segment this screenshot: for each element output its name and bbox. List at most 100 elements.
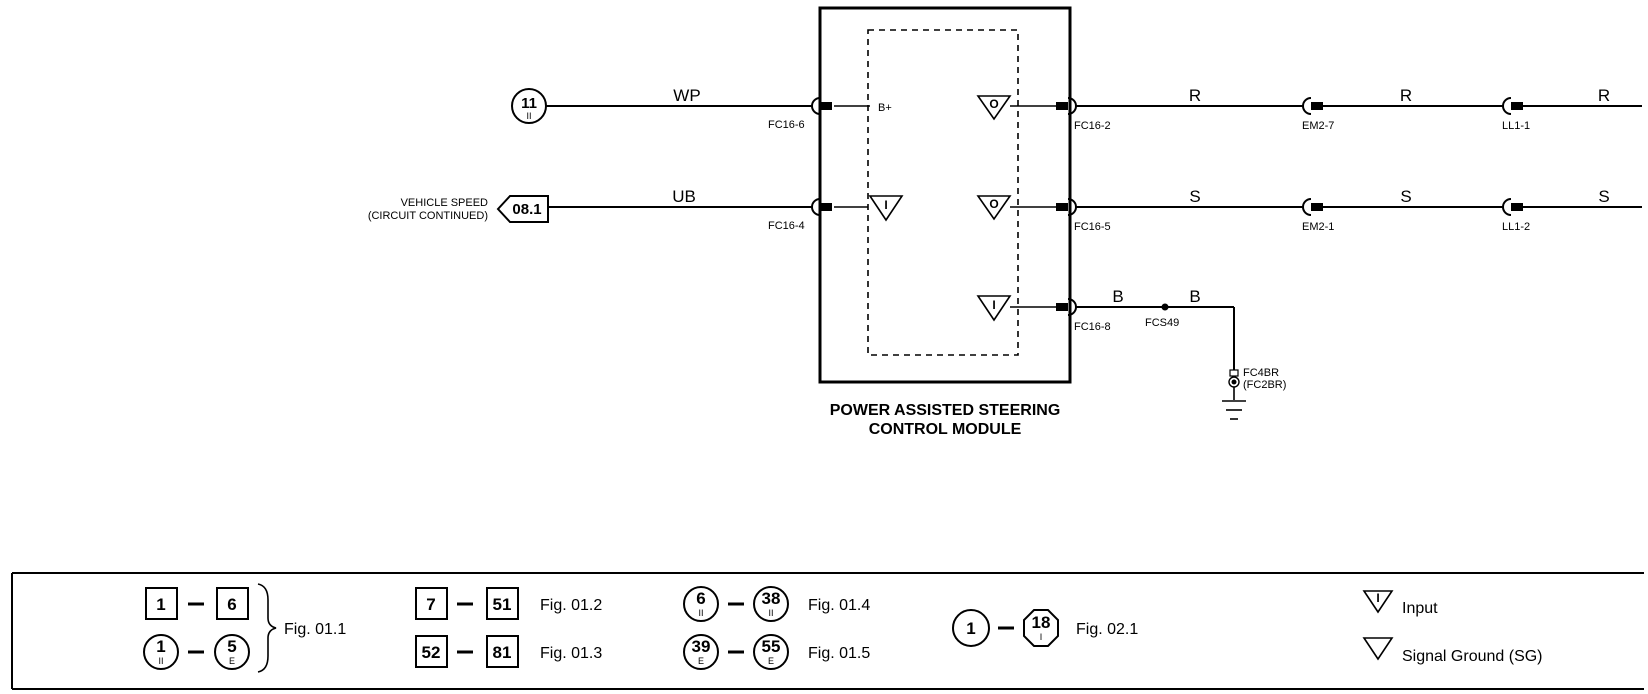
svg-text:E: E [698,656,704,666]
svg-text:1: 1 [966,619,975,638]
legend-circle-39-e: 39 E [683,634,719,670]
wire-label-r-2: R [1400,86,1412,105]
svg-text:O: O [989,97,998,111]
wire-label-wp: WP [673,86,700,105]
output-pin-symbol-2: O [976,195,1012,221]
wire-label-s-2: S [1400,187,1411,206]
svg-text:6: 6 [696,589,705,608]
connector-label-fc16-2: FC16-2 [1074,120,1111,132]
connector-em2-1 [1302,198,1323,216]
wire-label-ub: UB [672,187,696,206]
svg-text:5: 5 [227,637,236,656]
legend-circle-5-e: 5 E [214,634,250,670]
legend-fig-01-2: Fig. 01.2 [540,597,602,614]
wire-label-s-1: S [1189,187,1200,206]
svg-text:55: 55 [762,637,781,656]
svg-text:39: 39 [692,637,711,656]
ground-symbol [1222,400,1246,420]
svg-text:I: I [884,198,887,212]
legend-input-symbol: I [1362,590,1394,614]
svg-text:O: O [989,197,998,211]
svg-text:1: 1 [156,637,165,656]
legend-circle-6-ii: 6 II [683,586,719,622]
module-title-line2: CONTROL MODULE [869,421,1022,438]
connector-label-fc16-5: FC16-5 [1074,221,1111,233]
input-pin-symbol: I [868,195,904,222]
svg-text:7: 7 [426,595,435,614]
connector-ll1-2 [1502,198,1523,216]
legend-box-81: 81 [486,635,519,668]
legend-circle-1: 1 [952,609,990,647]
wire-label-s-3: S [1598,187,1609,206]
connector-label-em2-7: EM2-7 [1302,120,1334,132]
svg-text:II: II [526,111,531,121]
legend-fig-01-4: Fig. 01.4 [808,597,870,614]
legend-box-1: 1 [145,587,178,620]
wire-label-b-1: B [1112,287,1123,306]
legend-circle-1-ii: 1 II [143,634,179,670]
legend-circle-55-e: 55 E [753,634,789,670]
output-pin-symbol-1: O [976,95,1012,121]
splice-fcs49 [1161,303,1169,311]
wire-label-r-1: R [1189,86,1201,105]
wire-label-r-3: R [1598,86,1610,105]
connector-label-ll1-1: LL1-1 [1502,120,1530,132]
connector-em2-7 [1302,97,1323,115]
svg-text:38: 38 [762,589,781,608]
vehicle-speed-label-1: VEHICLE SPEED [401,197,488,209]
svg-text:6: 6 [227,595,236,614]
svg-text:11: 11 [521,95,537,112]
svg-text:II: II [698,608,703,618]
splice-label-fcs49: FCS49 [1145,317,1179,329]
legend-fig-01-3: Fig. 01.3 [540,645,602,662]
module-title-line1: POWER ASSISTED STEERING [830,402,1061,419]
svg-text:52: 52 [422,643,441,662]
svg-text:II: II [768,608,773,618]
legend-fig-01-5: Fig. 01.5 [808,645,870,662]
connector-fc16-8 [1056,298,1077,316]
legend-box-51: 51 [486,587,519,620]
wire-label-b-2: B [1189,287,1200,306]
legend-box-7: 7 [415,587,448,620]
control-module-box [818,6,1072,384]
vehicle-speed-reference-arrow: 08.1 [496,195,549,223]
svg-text:81: 81 [493,643,512,662]
legend-circle-38-ii: 38 II [753,586,789,622]
svg-text:08.1: 08.1 [512,201,541,218]
svg-text:51: 51 [493,595,512,614]
svg-text:1: 1 [156,595,165,614]
svg-text:E: E [229,656,235,666]
pin-label-bplus: B+ [878,102,892,114]
legend-octagon-18: 18 I [1023,609,1059,647]
connector-label-ll1-2: LL1-2 [1502,221,1530,233]
connector-label-em2-1: EM2-1 [1302,221,1334,233]
svg-text:II: II [158,656,163,666]
legend-input-label: Input [1402,600,1438,617]
legend-fig-02-1: Fig. 02.1 [1076,621,1138,638]
legend-box-6: 6 [216,587,249,620]
legend-box-52: 52 [415,635,448,668]
legend-fig-01-1: Fig. 01.1 [284,621,346,638]
svg-text:I: I [1376,591,1379,605]
vehicle-speed-label-2: (CIRCUIT CONTINUED) [368,210,488,222]
connector-fc16-5 [1056,198,1077,216]
control-module-internal-dashed [867,29,1019,356]
connector-fc16-6 [811,97,832,115]
connector-label-fc16-6: FC16-6 [768,119,805,131]
legend-signal-ground-label: Signal Ground (SG) [1402,648,1543,665]
connector-fc16-2 [1056,97,1077,115]
legend-signal-ground-symbol [1362,637,1394,661]
connector-fc16-4 [811,198,832,216]
ground-label-fc4br: FC4BR [1243,367,1279,379]
svg-text:I: I [1040,632,1043,642]
svg-text:I: I [992,298,995,312]
connector-label-fc16-4: FC16-4 [768,220,805,232]
input-pin-symbol-2: I [976,295,1012,322]
legend-brace [257,583,277,673]
svg-text:E: E [768,656,774,666]
connector-ll1-1 [1502,97,1523,115]
ground-label-fc2br: (FC2BR) [1243,379,1286,391]
connector-label-fc16-8: FC16-8 [1074,321,1111,333]
svg-text:18: 18 [1032,613,1051,632]
